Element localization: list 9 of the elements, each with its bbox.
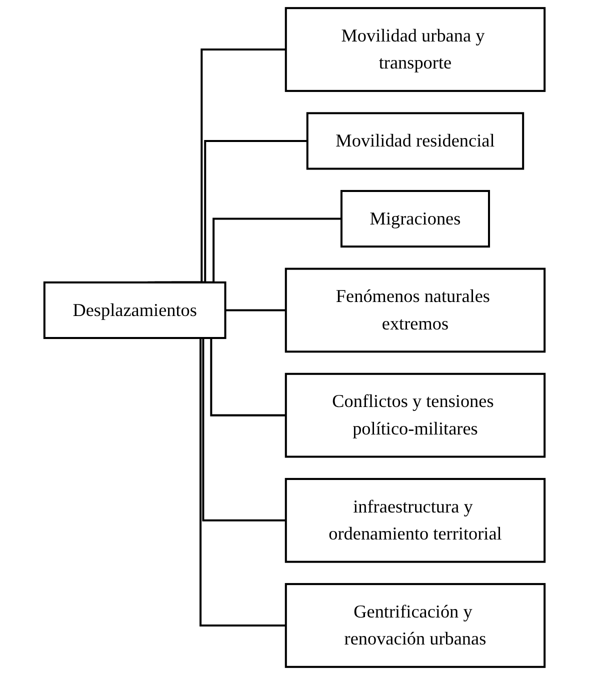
- connector: [225, 309, 286, 312]
- node-box: Movilidad residencial: [306, 112, 524, 170]
- node-box: Desplazamientos: [43, 281, 226, 340]
- node-box: Gentrificación y renovación urbanas: [284, 583, 546, 668]
- node-box: Conflictos y tensiones político-militares: [284, 372, 546, 458]
- node-box: infraestructura y ordenamiento territorial: [284, 478, 546, 563]
- node-box: Movilidad urbana y transporte: [284, 7, 546, 92]
- node-box: Migraciones: [340, 190, 490, 248]
- node-box: Fenómenos naturales extremos: [284, 268, 546, 353]
